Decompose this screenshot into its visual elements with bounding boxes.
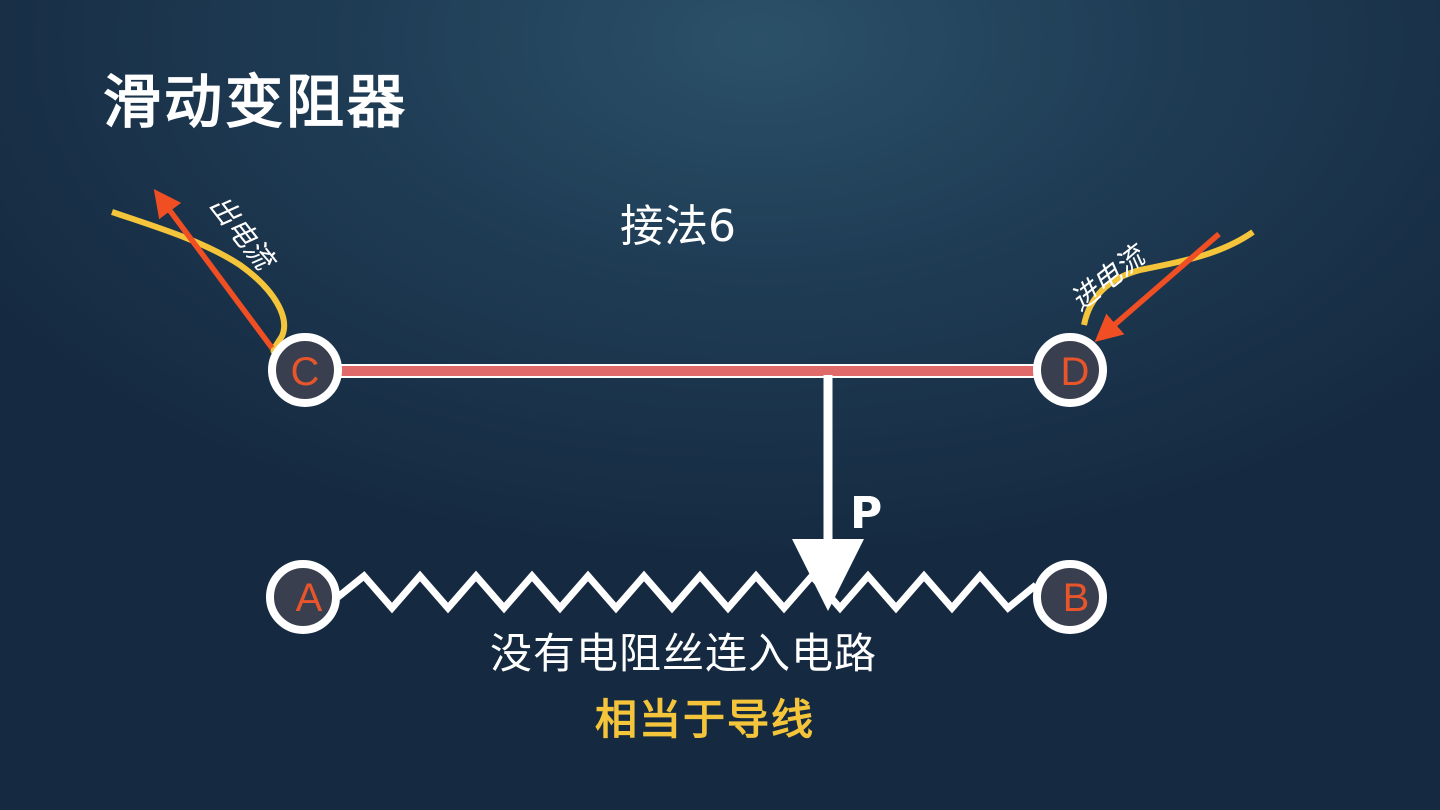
terminal-b-label: B [1063,576,1090,620]
caption-highlight: 相当于导线 [595,695,816,744]
current-in-arrow [1094,231,1221,343]
wire-c [111,209,288,355]
caption-primary: 没有电阻丝连入电路 [490,629,878,678]
current-out-arrow [153,188,275,350]
terminal-a: A [266,560,340,634]
slide-title: 滑动变阻器 [103,68,409,136]
terminal-d-label: D [1061,350,1090,394]
terminal-b: B [1033,560,1107,634]
terminal-c-label: C [291,350,320,394]
method-label: 接法6 [620,201,736,252]
terminal-a-label: A [296,576,323,620]
terminal-d: D [1033,333,1107,407]
terminal-c: C [268,333,342,407]
wire-d [1081,229,1255,326]
top-metal-bar [335,364,1037,378]
resistance-wire [335,570,1039,614]
slider-label: P [850,488,883,539]
